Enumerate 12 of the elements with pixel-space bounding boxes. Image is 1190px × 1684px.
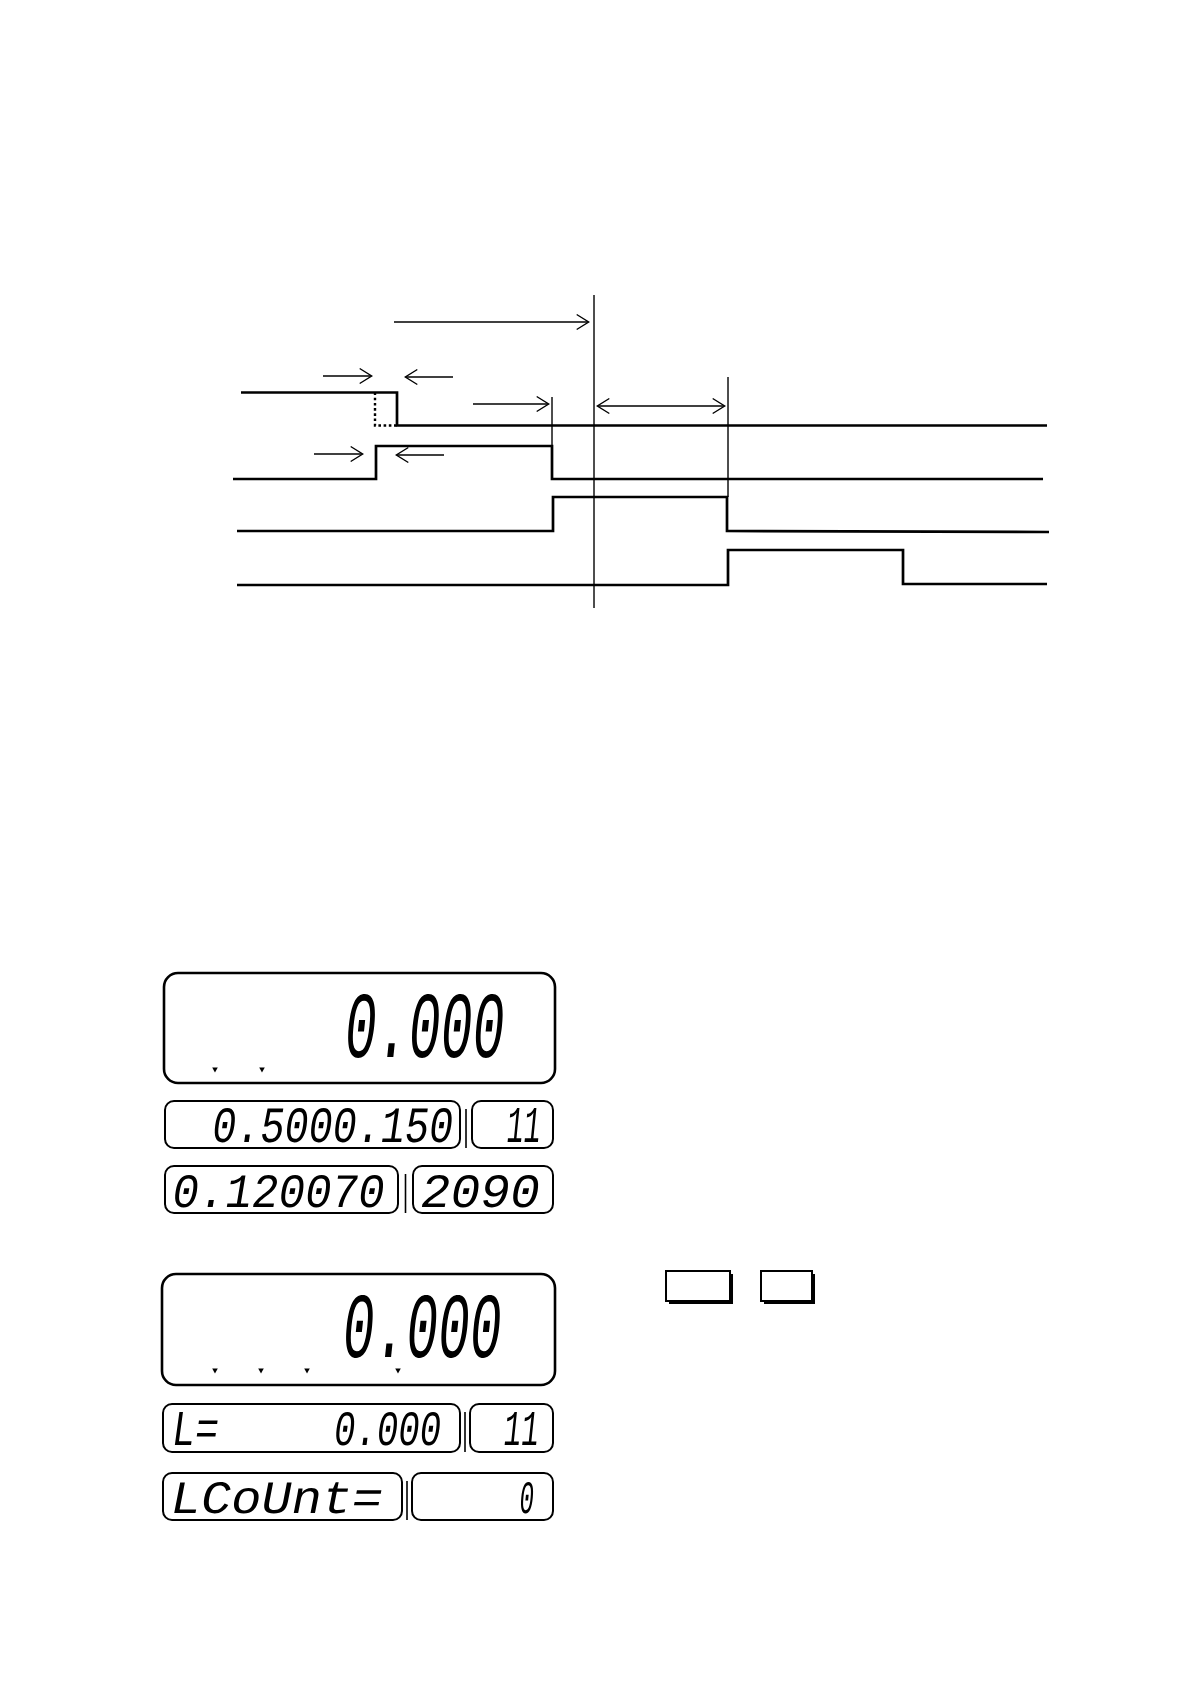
- display-field: LCoUnt=: [162, 1472, 403, 1521]
- display-field: 0.120070: [164, 1165, 399, 1214]
- display-field: 0.5000.150: [164, 1100, 461, 1149]
- key-button: [665, 1270, 733, 1304]
- display-field: 11: [471, 1100, 554, 1149]
- display-field: 11: [469, 1403, 554, 1453]
- lcd-display: 0.000: [160, 1272, 557, 1387]
- display-field: 2090: [412, 1165, 554, 1214]
- display-field: L= 0.000: [162, 1403, 461, 1453]
- display-field: 0: [411, 1472, 554, 1521]
- lcd-display: 0.000: [162, 971, 557, 1085]
- key-button: [760, 1270, 815, 1304]
